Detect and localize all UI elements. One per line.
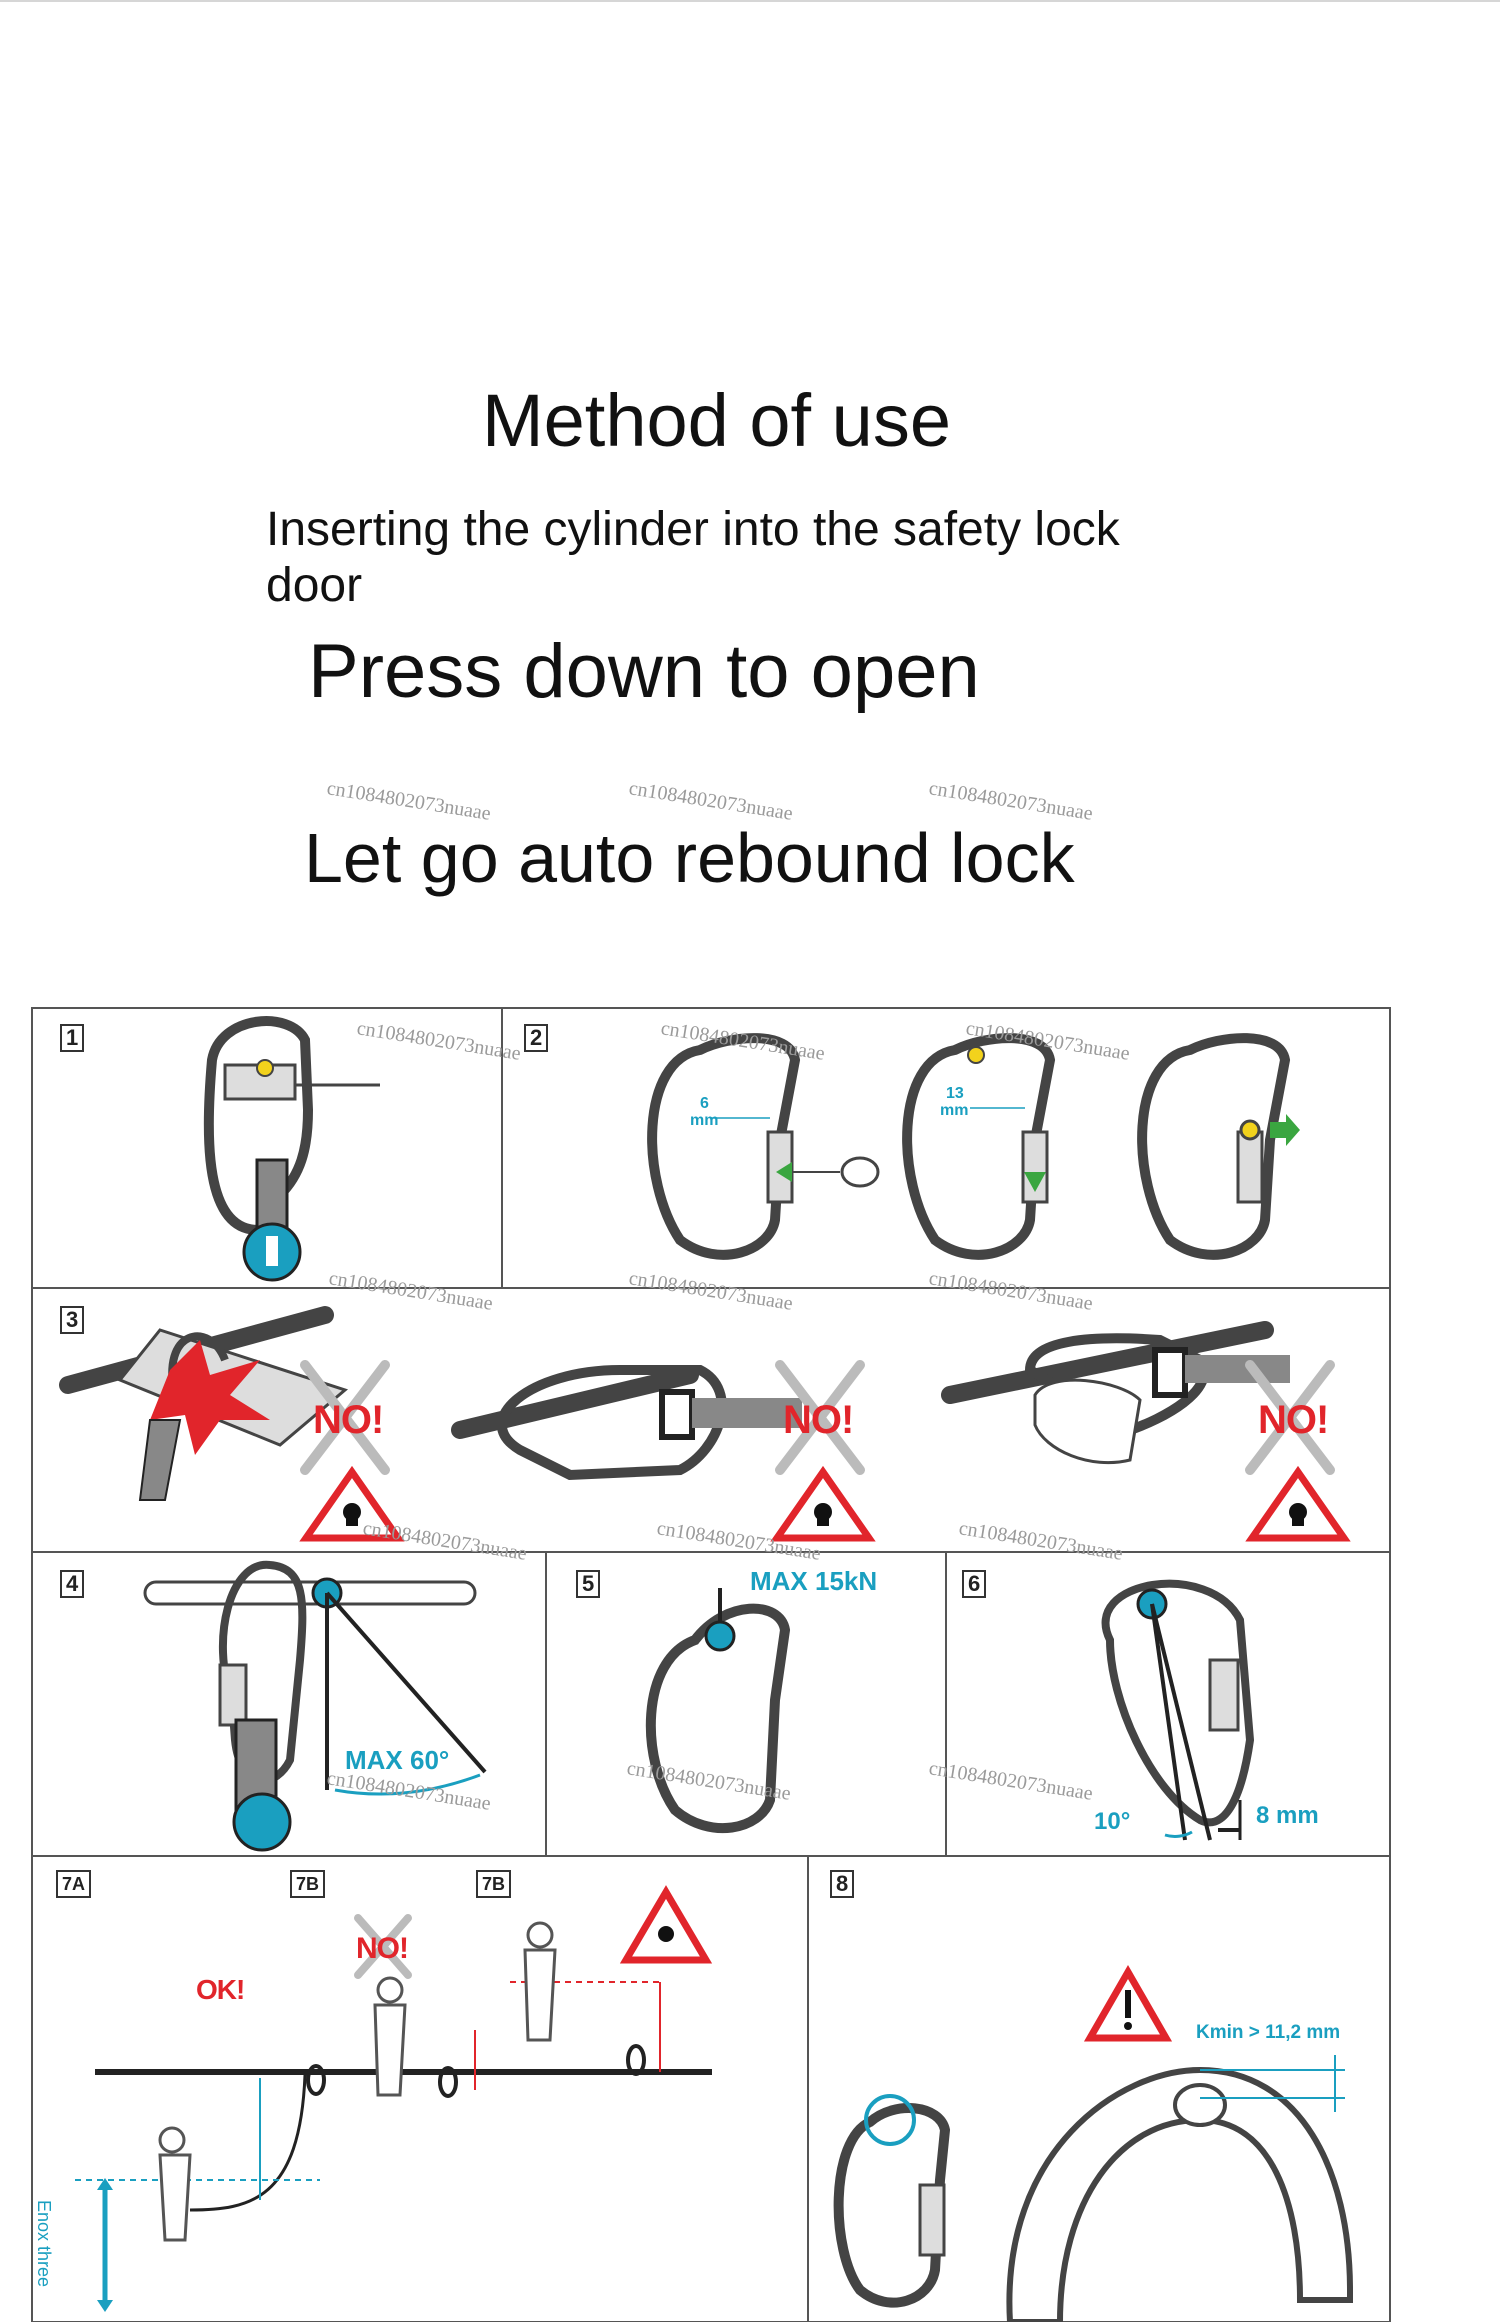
instruction-auto-lock: Let go auto rebound lock (304, 819, 1075, 897)
panel-1-illustration (203, 1016, 380, 1282)
side-text-label: Enox three (34, 2200, 54, 2288)
ok-label-7a: OK! (196, 1974, 245, 2005)
panel-7-illustration (75, 1885, 713, 2312)
panel-5-illustration (645, 1588, 791, 1834)
no-cross-3 (1245, 1360, 1335, 1475)
panel-2-illustration (647, 1033, 1291, 1260)
panel-1-label: 1 (60, 1024, 85, 1052)
gate-opening-13-unit: mm (940, 1102, 969, 1119)
no-label-2: NO! (783, 1398, 854, 1442)
panel-4-label: 4 (60, 1570, 85, 1598)
panel-6-illustration (1101, 1579, 1255, 1841)
instruction-press-down: Press down to open (308, 629, 980, 714)
no-label-1: NO! (313, 1398, 384, 1442)
gap-8mm-label: 8 mm (1256, 1802, 1319, 1829)
panel-grid (31, 1007, 1391, 2322)
no-label-3: NO! (1258, 1398, 1329, 1442)
top-divider (0, 0, 1500, 2)
panel-8-illustration (833, 1964, 1353, 2322)
panel-8-label: 8 (830, 1870, 855, 1898)
max-load-label: MAX 15kN (750, 1566, 878, 1596)
angle-10-label: 10° (1094, 1808, 1131, 1835)
max-angle-label: MAX 60° (345, 1745, 450, 1775)
panel-2-label: 2 (524, 1024, 549, 1052)
panel-7a-label: 7A (56, 1870, 92, 1898)
panel-7b-label-1: 7B (290, 1870, 326, 1898)
kmin-label: Kmin > 11,2 mm (1196, 2022, 1341, 2043)
no-cross-2 (775, 1360, 865, 1475)
instruction-insert-cylinder: Inserting the cylinder into the safety l… (266, 503, 1120, 612)
panel-2-details (710, 1046, 1300, 1204)
gate-opening-13: 13 (946, 1085, 964, 1102)
gate-opening-6: 6 (700, 1095, 709, 1112)
gate-opening-6-unit: mm (690, 1112, 719, 1129)
panel-3-warnings (299, 1360, 1351, 1542)
panel-3-label: 3 (60, 1306, 85, 1334)
no-cross-1 (300, 1360, 390, 1475)
panel-3-illustration (59, 1306, 1290, 1501)
no-label-7b: NO! (356, 1932, 409, 1965)
page-title: Method of use (482, 379, 951, 462)
panel-5-label: 5 (576, 1570, 601, 1598)
panel-7b-label-2: 7B (476, 1870, 512, 1898)
panel-6-label: 6 (962, 1570, 987, 1598)
panel-4-illustration (143, 1560, 487, 1852)
